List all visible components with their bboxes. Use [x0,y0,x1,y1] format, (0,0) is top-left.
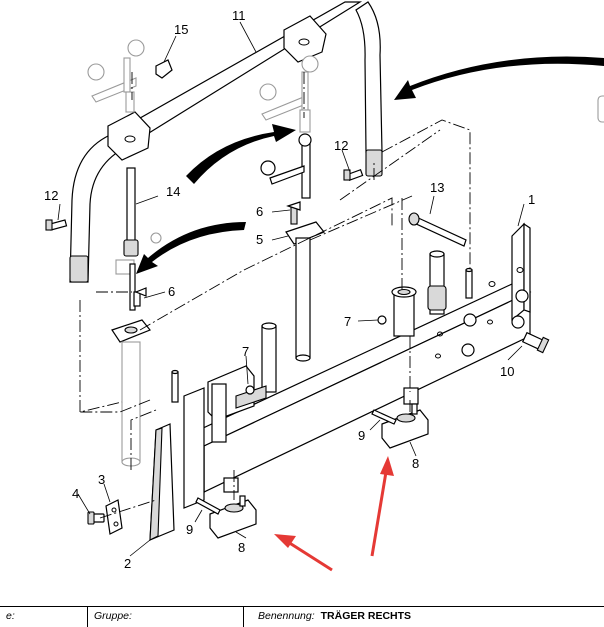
callout-8-right: 8 [412,456,419,471]
callout-12-right: 12 [334,138,348,153]
callout-1: 1 [528,192,535,207]
clip-part [155,59,173,79]
lever-ghost [87,39,319,275]
title-block-cell-group: Gruppe: [88,607,244,627]
callout-13: 13 [430,180,444,195]
callout-8-left: 8 [238,540,245,555]
title-block: e: Gruppe: Benennung: TRÄGER RECHTS [0,606,604,627]
designation-value: TRÄGER RECHTS [320,610,412,622]
title-block-label-1: e: [6,610,15,622]
callout-11: 11 [232,8,246,23]
clamp-right [381,403,429,449]
exploded-parts-drawing: 15 11 12 12 14 13 1 6 5 6 7 7 10 9 8 3 4… [44,1,604,572]
screw-10 [521,331,550,354]
offcanvas-edge [597,95,604,123]
callout-5: 5 [256,232,263,247]
callout-4: 4 [72,486,79,501]
red-arrows [274,456,394,572]
callout-15: 15 [174,22,188,37]
screw-4 [87,511,105,525]
assembly-arrows [136,56,604,274]
designation-label: Benennung: [258,610,315,622]
screw-12-left [45,219,68,231]
leader-lines [57,21,525,557]
bolt-13 [408,212,467,247]
title-block-cell-1: e: [0,607,88,627]
handle-bar [69,1,383,283]
group-label: Gruppe: [94,610,132,622]
callout-14: 14 [166,184,180,199]
pin-right [371,409,397,425]
callout-3: 3 [98,472,105,487]
callout-9-left: 9 [186,522,193,537]
title-block-cell-designation: Benennung: TRÄGER RECHTS [244,607,604,627]
callout-2: 2 [124,556,131,571]
side-plate [149,423,175,541]
clamp-left [209,495,257,539]
middle-post-assembly [260,133,325,362]
callout-6-middle: 6 [256,204,263,219]
callout-7-left: 7 [242,344,249,359]
pin-left [195,497,221,515]
screw-12-right [343,169,364,181]
spacer [105,499,123,535]
callout-9-right: 9 [358,428,365,443]
callout-6-left: 6 [168,284,175,299]
callout-7-right: 7 [344,314,351,329]
main-frame [171,222,532,509]
callout-12-left: 12 [44,188,58,203]
assembly-lines [79,72,471,519]
callout-10: 10 [500,364,514,379]
callout-labels: 15 11 12 12 14 13 1 6 5 6 7 7 10 9 8 3 4… [44,8,535,571]
